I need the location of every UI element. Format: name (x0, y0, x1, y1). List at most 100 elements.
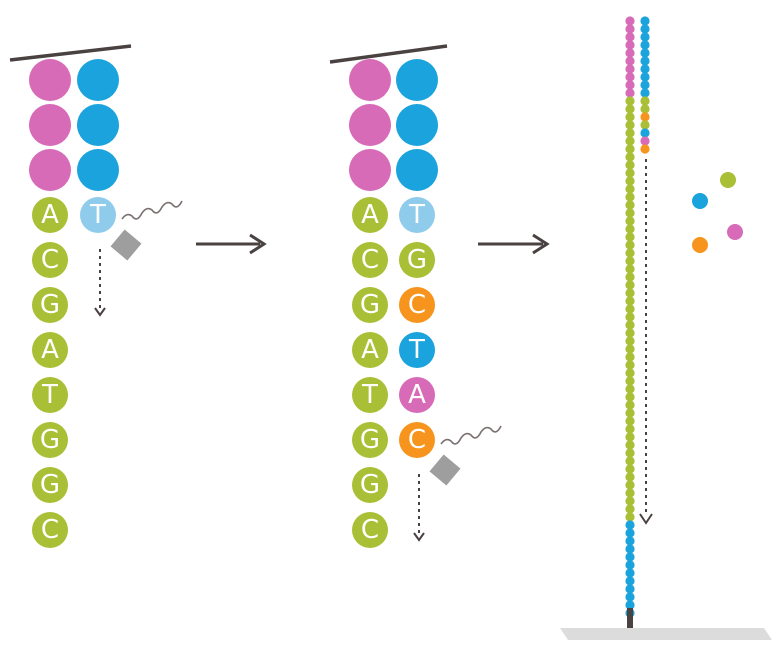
stage-1-primer-left-bead (29, 104, 71, 146)
long-strand-left-bead (625, 368, 635, 378)
stage-2-template-base (352, 377, 388, 413)
long-strand-right-bead (640, 40, 650, 50)
long-strand-left-bead (625, 552, 635, 562)
long-strand-left-bead (625, 560, 635, 570)
long-strand-left-bead (625, 568, 635, 578)
long-strand-left-bead (625, 176, 635, 186)
stage-2-template-base-label: G (360, 470, 380, 500)
long-strand-left-bead (625, 408, 635, 418)
long-strand-left-bead (625, 544, 635, 554)
stage-2-incorporated-base-label: A (408, 380, 426, 410)
long-strand-left-bead (625, 136, 635, 146)
free-nucleotide (727, 224, 743, 240)
stage-2-incorporated-base-label: T (408, 200, 425, 230)
stage-1-primer-right-bead (77, 59, 119, 101)
stage-2-incorporated-base-label: C (408, 425, 426, 455)
long-strand-left-bead (625, 96, 635, 106)
stage-2-template-base (352, 197, 388, 233)
long-strand-right-bead (640, 96, 650, 106)
long-strand-right-bead (640, 120, 650, 130)
long-strand-left-bead (625, 312, 635, 322)
stage-1-template-base-label: G (40, 425, 60, 455)
long-strand-left-bead (625, 120, 635, 130)
long-strand-left-bead (625, 88, 635, 98)
long-strand-left-bead (625, 48, 635, 58)
long-strand-left-bead (625, 384, 635, 394)
long-strand-left-bead (625, 128, 635, 138)
free-nucleotides-group (692, 172, 743, 253)
stage-1-template-base-label: A (41, 200, 59, 230)
stage-2-incorporated-base-label: T (408, 335, 425, 365)
long-strand-left-bead (625, 344, 635, 354)
long-strand-left-bead (625, 520, 635, 530)
stage-2-extension-arrow-head (413, 532, 425, 542)
stage-1-template-base-label: C (41, 515, 59, 545)
long-strand-left-bead (625, 496, 635, 506)
arrow-2 (478, 233, 550, 255)
stage-2-incorporated-base (399, 242, 435, 278)
long-strand-group (560, 16, 772, 640)
stage-2-primer-left-bead (349, 59, 391, 101)
long-strand-right-bead (640, 144, 650, 154)
stage-1-template-base-label: G (40, 290, 60, 320)
long-strand-right-bead (640, 136, 650, 146)
long-strand-left-bead (625, 304, 635, 314)
long-strand-left-bead (625, 376, 635, 386)
long-strand-left-bead (625, 16, 635, 26)
stage-2-primer-right-bead (396, 104, 438, 146)
stage-1-anchor-bar (9, 44, 132, 62)
long-strand-stem (627, 608, 633, 634)
long-strand-left-bead (625, 296, 635, 306)
long-strand-left-bead (625, 168, 635, 178)
long-strand-left-bead (625, 456, 635, 466)
long-strand-left-bead (625, 512, 635, 522)
stage-2-fluorescent-tag (429, 454, 461, 486)
long-strand-left-bead (625, 576, 635, 586)
long-strand-left-bead (625, 400, 635, 410)
stage-1-template-base (32, 287, 68, 323)
stage-2-template-base-label: A (361, 335, 379, 365)
stage-1-primer-right-bead (77, 149, 119, 191)
stage-2-template-base-label: T (361, 380, 378, 410)
stage-1-template-base-label: A (41, 335, 59, 365)
long-strand-left-bead (625, 264, 635, 274)
long-strand-left-bead (625, 288, 635, 298)
long-strand-left-bead (625, 488, 635, 498)
stage-2-incorporated-base-label: C (408, 290, 426, 320)
stage-1-template-base-label: C (41, 245, 59, 275)
stage-2-anchor-bar (329, 44, 448, 64)
long-strand-right-bead (640, 56, 650, 66)
stage-1-template-base (32, 467, 68, 503)
long-strand-left-bead (625, 280, 635, 290)
long-strand-left-bead (625, 256, 635, 266)
stage-2-template-base (352, 287, 388, 323)
arrow-1 (196, 233, 267, 255)
stage-2-template-base (352, 467, 388, 503)
long-strand-left-bead (625, 424, 635, 434)
long-strand-right-bead (640, 16, 650, 26)
long-strand-right-bead (640, 112, 650, 122)
long-strand-left-bead (625, 32, 635, 42)
long-strand-right-bead (640, 64, 650, 74)
stage-1-incorporated-base (80, 197, 116, 233)
long-strand-left-bead (625, 320, 635, 330)
long-strand-left-bead (625, 584, 635, 594)
long-strand-left-bead (625, 72, 635, 82)
stage-2-template-base (352, 242, 388, 278)
long-strand-left-bead (625, 392, 635, 402)
stage-1-template-base (32, 377, 68, 413)
stage-1-template-base (32, 197, 68, 233)
long-strand-right-bead (640, 72, 650, 82)
long-strand-left-bead (625, 64, 635, 74)
long-strand-left-bead (625, 448, 635, 458)
long-strand-left-bead (625, 104, 635, 114)
stage-1-template-base (32, 332, 68, 368)
stage-1-template-base (32, 242, 68, 278)
long-strand-left-bead (625, 528, 635, 538)
arrow-2-head (532, 233, 550, 255)
long-strand-left-bead (625, 352, 635, 362)
stage-2-incorporated-base (399, 287, 435, 323)
